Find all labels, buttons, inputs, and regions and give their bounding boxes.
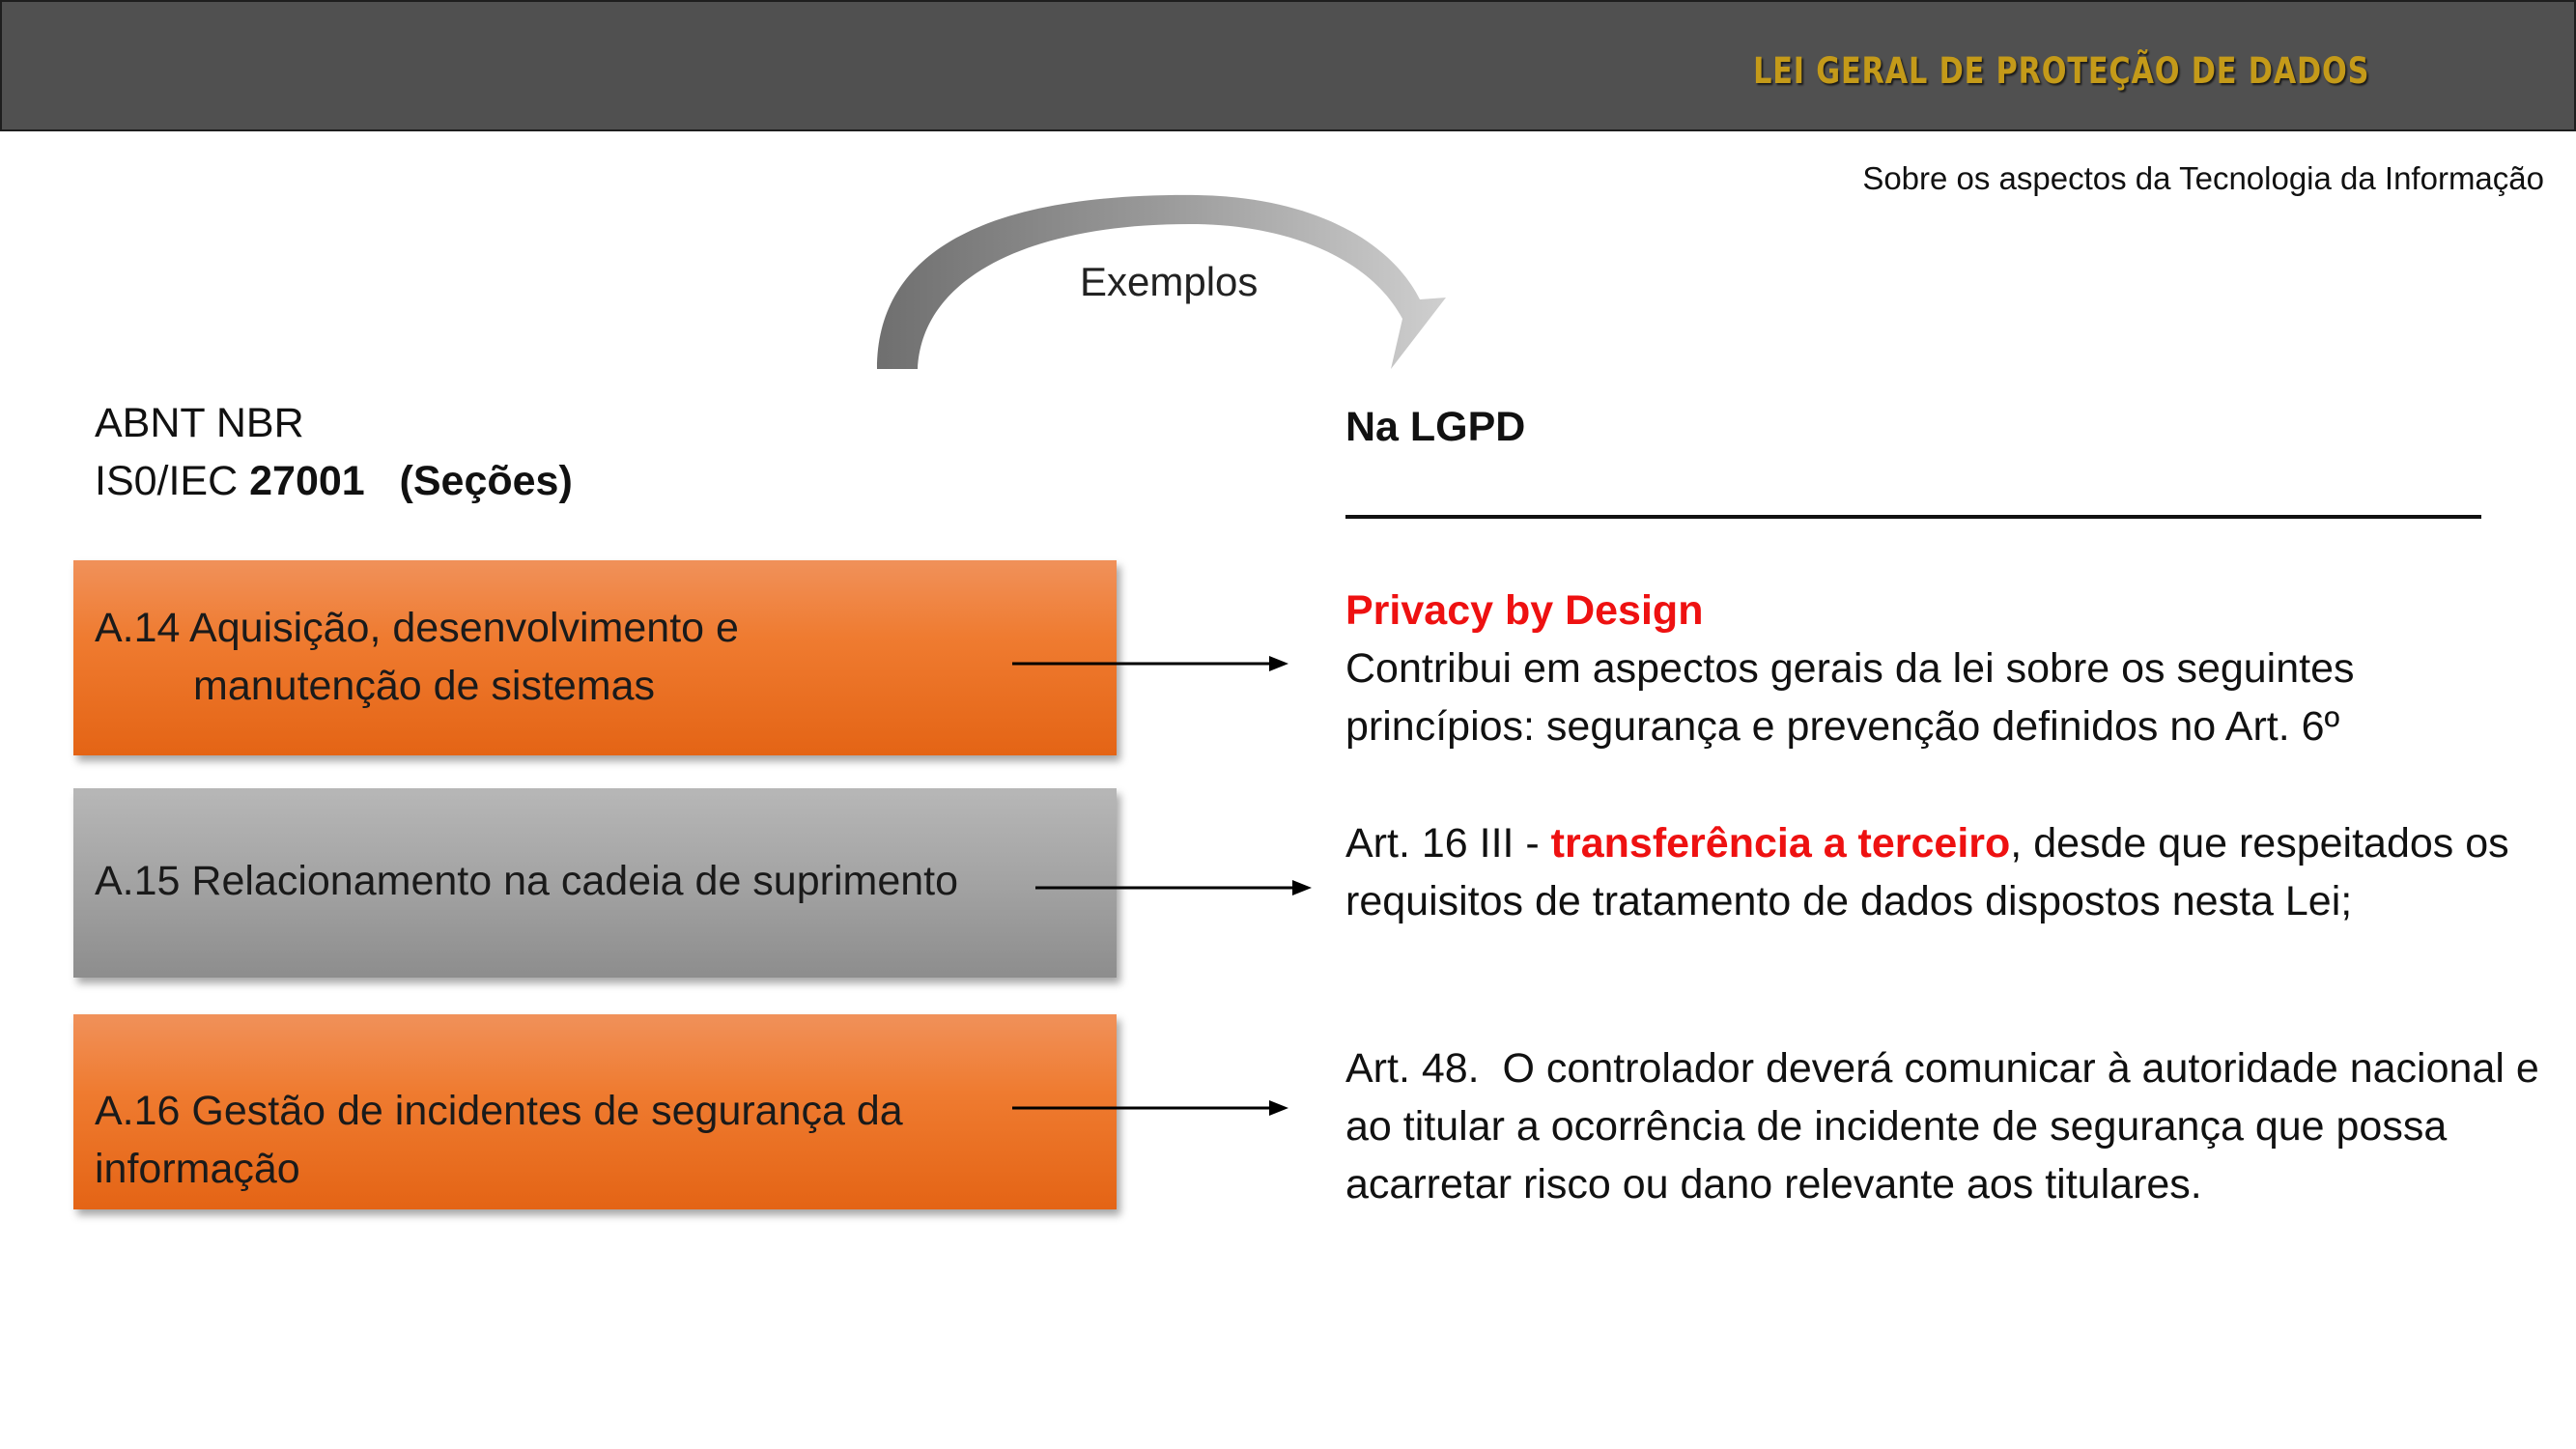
standard-code-bold: 27001 (Seções) <box>249 458 573 504</box>
examples-label: Exemplos <box>1080 259 1259 304</box>
art16-highlight: transferência a terceiro <box>1550 820 2011 867</box>
section-box-a15: A.15 Relacionamento na cadeia de suprime… <box>73 788 1117 978</box>
privacy-body-line1: Contribui em aspectos gerais da lei sobr… <box>1345 645 2355 692</box>
art16-prefix: Art. 16 III - <box>1345 820 1551 867</box>
header-title: LEI GERAL DE PROTEÇÃO DE DADOS <box>1752 50 2369 92</box>
section-box-text: A.14 Aquisição, desenvolvimento e manute… <box>95 599 739 715</box>
curved-arrow-icon <box>877 194 1446 369</box>
arrow-right-icon <box>1012 1100 1288 1116</box>
lgpd-heading: Na LGPD <box>1345 404 1526 450</box>
page-subtitle: Sobre os aspectos da Tecnologia da Infor… <box>1862 160 2544 196</box>
standard-heading: ABNT NBR IS0/IEC 27001 (Seções) <box>95 394 573 510</box>
privacy-by-design-body: Contribui em aspectos gerais da lei sobr… <box>1345 639 2355 755</box>
arrow-right-icon <box>1035 880 1312 895</box>
standard-heading-line1: ABNT NBR <box>95 400 304 446</box>
section-box-text: A.15 Relacionamento na cadeia de suprime… <box>95 852 958 910</box>
section-box-a16: A.16 Gestão de incidentes de segurança d… <box>73 1014 1117 1209</box>
section-box-a14: A.14 Aquisição, desenvolvimento e manute… <box>73 560 1117 755</box>
section-box-text: A.16 Gestão de incidentes de segurança d… <box>95 1082 903 1198</box>
header-bar: LEI GERAL DE PROTEÇÃO DE DADOS <box>0 0 2576 131</box>
heading-underline <box>1345 515 2481 519</box>
art16-suffix: , desde que respeitados os requisitos de… <box>1345 820 2509 924</box>
art16-text: Art. 16 III - transferência a terceiro, … <box>1345 814 2562 930</box>
standard-code-prefix: IS0/IEC <box>95 458 250 504</box>
art48-text: Art. 48. O controlador deverá comunicar … <box>1345 1045 2551 1208</box>
section-a16-line1: A.16 Gestão de incidentes de segurança d… <box>95 1088 903 1134</box>
section-a14-line2: manutenção de sistemas <box>193 663 656 709</box>
section-a15-line1: A.15 Relacionamento na cadeia de suprime… <box>95 858 959 904</box>
standard-heading-line2: IS0/IEC 27001 (Seções) <box>95 452 573 510</box>
privacy-by-design-title: Privacy by Design <box>1345 587 1704 634</box>
section-a16-line2: informação <box>95 1146 300 1192</box>
section-a14-line1: A.14 Aquisição, desenvolvimento e <box>95 605 739 651</box>
privacy-body-line2: princípios: segurança e prevenção defini… <box>1345 703 2340 750</box>
arrow-right-icon <box>1012 656 1288 671</box>
